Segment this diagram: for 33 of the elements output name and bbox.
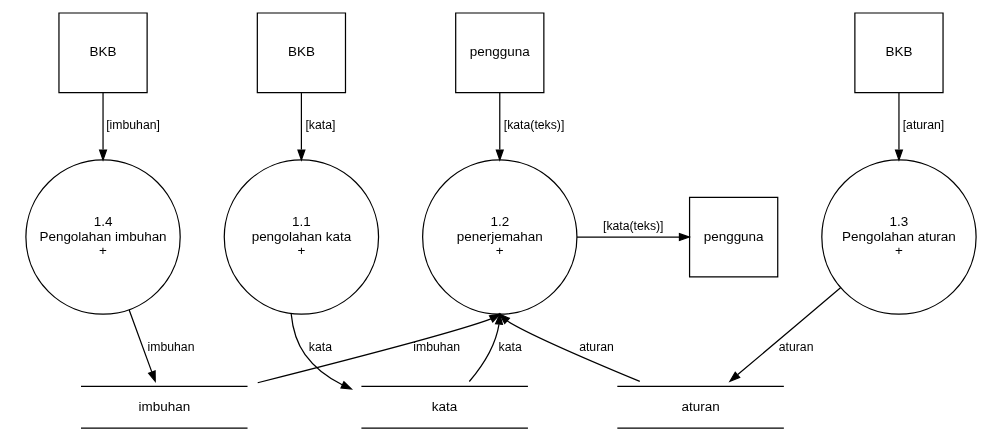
arrow: [894, 92, 903, 162]
arrow: [495, 92, 504, 162]
edge-label: kata: [498, 339, 522, 354]
arrow: [128, 309, 156, 384]
edge-label: [aturan]: [902, 118, 944, 133]
arrow: [296, 92, 306, 162]
arrow: [290, 313, 353, 390]
node-circle: 1.4 Pengolahan imbuhan +: [24, 159, 181, 315]
arrow: [728, 287, 841, 383]
arrow: [98, 92, 107, 162]
node-box: pengguna: [688, 196, 778, 278]
node-box: BKB: [853, 12, 944, 94]
edge-label: aturan: [778, 339, 813, 354]
node-box: BKB: [57, 12, 148, 94]
node-circle: 1.3 Pengolahan aturan +: [820, 159, 977, 315]
edge-label: [kata(teks)]: [602, 218, 663, 233]
edge-label: [kata(teks)]: [503, 118, 564, 133]
node-text: imbuhan: [138, 398, 190, 414]
edge-label: kata: [308, 339, 332, 354]
node-box: BKB: [256, 12, 346, 94]
arrow: [256, 313, 501, 384]
node-text: kata: [431, 398, 457, 414]
edge-label: [imbuhan]: [105, 118, 160, 133]
edge-label: aturan: [578, 339, 614, 354]
edge-label: imbuhan: [412, 339, 460, 354]
node-box: pengguna: [454, 12, 544, 94]
arrow: [575, 232, 691, 242]
arrow: [468, 312, 503, 383]
node-circle: 1.1 pengolahan kata +: [223, 159, 379, 315]
edge-label: [kata]: [304, 118, 335, 133]
edge-label: imbuhan: [147, 339, 194, 354]
node-text: aturan: [681, 398, 720, 414]
node-circle: 1.2 penerjemahan +: [421, 159, 578, 315]
